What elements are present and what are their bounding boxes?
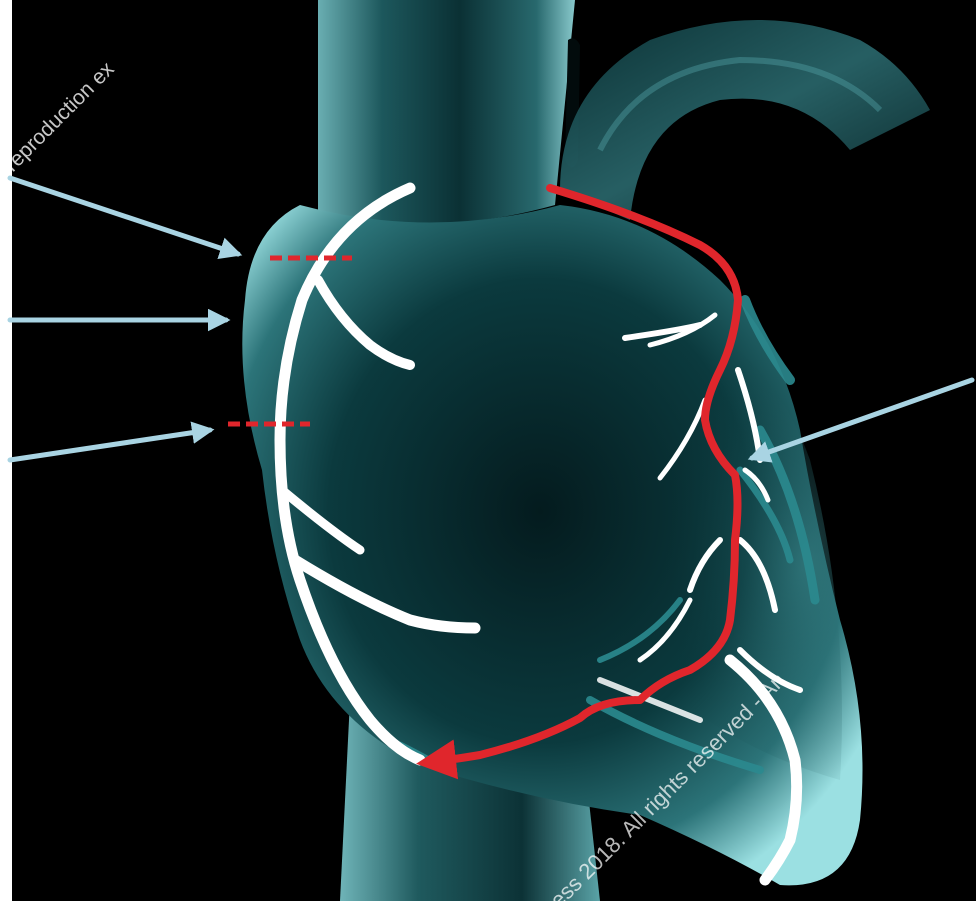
pointer-arrow-1 [10, 178, 238, 254]
pointer-arrow-3 [10, 430, 210, 460]
ascending-aorta [318, 0, 575, 224]
